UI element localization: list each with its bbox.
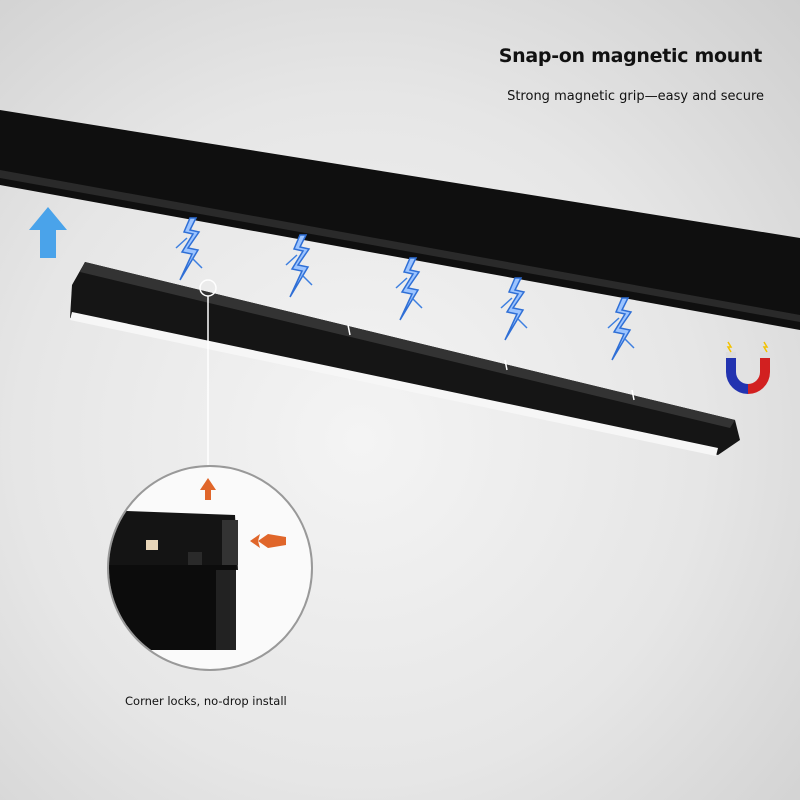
lightning-icon xyxy=(607,297,635,361)
corner-lock-inset xyxy=(107,465,313,671)
lightning-icon xyxy=(500,277,528,341)
linear-light-fixture xyxy=(70,262,740,456)
up-arrow-icon xyxy=(200,478,216,500)
headline: Snap-on magnetic mount xyxy=(498,45,763,67)
magnetic-track xyxy=(0,110,800,330)
lightning-icon xyxy=(395,257,423,321)
subheadline: Strong magnetic grip—easy and secure xyxy=(507,89,764,104)
magnet-icon xyxy=(726,341,770,394)
double-left-arrow-icon xyxy=(250,534,286,548)
lightning-icon xyxy=(285,234,313,298)
inset-caption: Corner locks, no-drop install xyxy=(125,694,287,708)
up-arrow-icon xyxy=(29,207,67,258)
lightning-icon xyxy=(175,217,203,281)
